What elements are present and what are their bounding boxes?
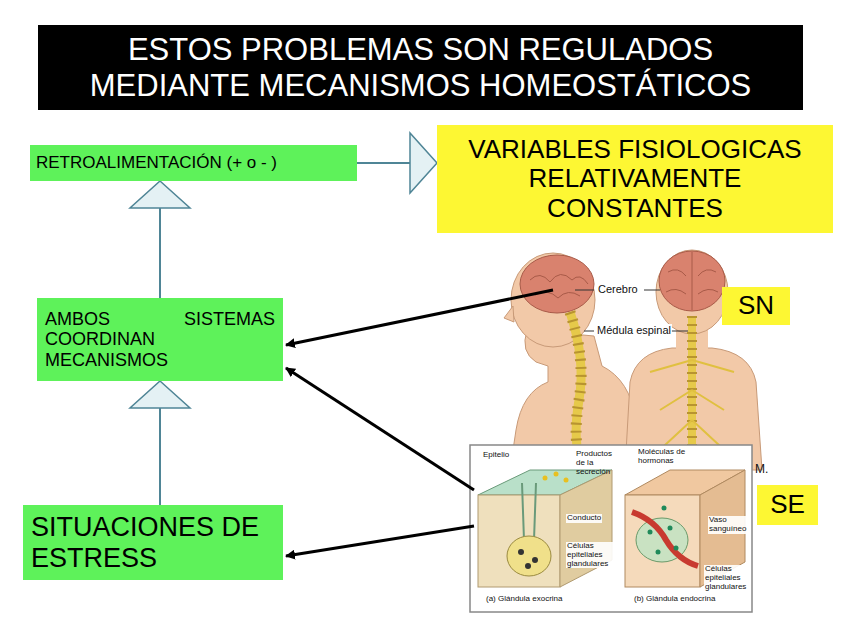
title-text: ESTOS PROBLEMAS SON REGULADOS MEDIANTE M… (51, 32, 791, 103)
hormone-dot (668, 526, 673, 531)
hollow-arrowhead (130, 181, 190, 208)
node-text: SN (726, 291, 786, 320)
connector-line (159, 208, 161, 298)
connector-line (159, 408, 161, 505)
head (511, 253, 595, 347)
cell-nucleus (532, 557, 538, 563)
part-label: Epitelio (483, 451, 509, 460)
process-box: RETROALIMENTACIÓN (+ o - ) (30, 145, 357, 181)
blood-vessel (632, 512, 698, 566)
human-back-view (625, 250, 762, 470)
connector-line (357, 162, 410, 164)
hormone-dot (648, 530, 653, 535)
connector (357, 133, 437, 193)
part-label: Células epiteliales glandulares (704, 565, 750, 591)
result-box: VARIABLES FISIOLOGICAS RELATIVAMENTE CON… (437, 125, 833, 233)
node-text: SE (761, 490, 814, 519)
hollow-arrowhead (410, 133, 437, 193)
part-label: Células epiteliales glandulares (566, 542, 614, 568)
part-label: Productos de la secreción (576, 450, 622, 476)
credit-mark: M. (755, 463, 768, 476)
tissue-side (560, 470, 612, 587)
duct (522, 483, 536, 540)
title-band: ESTOS PROBLEMAS SON REGULADOS MEDIANTE M… (38, 25, 803, 110)
part-label: Vaso sanguíneo (708, 516, 746, 534)
part-label: Conducto (566, 514, 602, 523)
part-label: Moléculas de hormonas (638, 448, 698, 466)
figure-caption: (a) Glándula exocrina (486, 595, 562, 604)
gland-figure (470, 445, 752, 612)
figure-caption: (b) Glándula endocrina (634, 595, 715, 604)
connector (130, 181, 190, 298)
hormone-dot (674, 546, 679, 551)
pointer-arrow (286, 290, 553, 345)
tissue-front (478, 495, 560, 587)
hollow-arrowhead (130, 381, 190, 408)
part-label: Cerebro (597, 283, 639, 295)
system-tag: SN (722, 287, 790, 325)
part-label: Médula espinal (596, 324, 672, 336)
hormone-dot (656, 550, 661, 555)
connector (130, 381, 190, 505)
secretion-dot (554, 472, 559, 477)
secretion-dot (543, 476, 548, 481)
node-text: SITUACIONES DE ESTRESS (31, 512, 275, 572)
process-box: AMBOS SISTEMAS COORDINAN MECANISMOS (37, 298, 283, 381)
brain-folds (666, 252, 718, 310)
node-text: RETROALIMENTACIÓN (+ o - ) (36, 153, 351, 172)
tissue-front (625, 495, 700, 587)
pointer-arrow (286, 526, 474, 556)
cell-nucleus (525, 563, 531, 569)
secretion-dot (564, 478, 569, 483)
process-box: SITUACIONES DE ESTRESS (23, 505, 283, 580)
brain (520, 255, 594, 313)
figure-frame (470, 445, 752, 612)
cell-nucleus (518, 549, 524, 555)
system-tag: SE (757, 485, 818, 525)
brain (659, 251, 725, 311)
node-text: AMBOS SISTEMAS COORDINAN MECANISMOS (45, 309, 275, 369)
nose (504, 306, 514, 322)
hormone-dot (662, 506, 667, 511)
node-text: VARIABLES FISIOLOGICAS RELATIVAMENTE CON… (447, 135, 823, 222)
human-side-view (504, 253, 642, 470)
pointer-arrow (286, 368, 474, 490)
gland-cells (507, 536, 551, 576)
